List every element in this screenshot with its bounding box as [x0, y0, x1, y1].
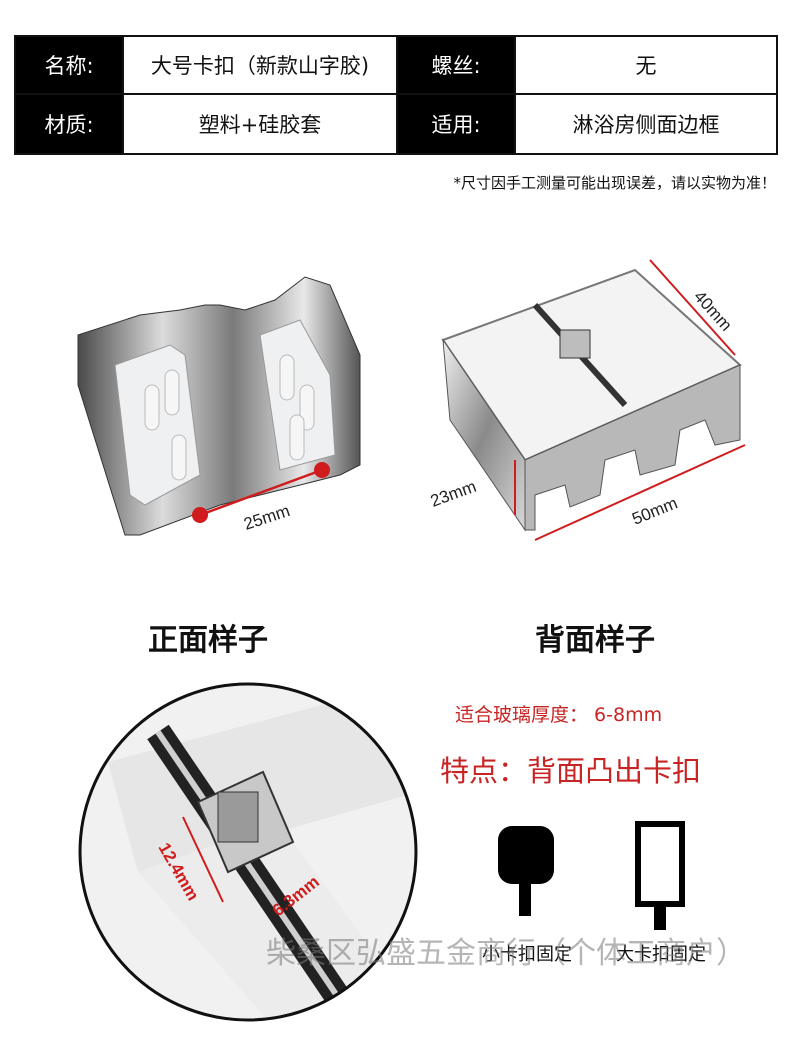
name-label: 名称: — [16, 37, 124, 95]
spec-table: 名称: 大号卡扣（新款山字胶) 螺丝: 无 材质: 塑料+硅胶套 适用: 淋浴房… — [14, 35, 778, 155]
large-clip-icon — [635, 821, 685, 930]
usage-label: 适用: — [398, 95, 516, 153]
screw-label: 螺丝: — [398, 37, 516, 95]
material-label: 材质: — [16, 95, 124, 153]
small-clip-label: 小卡扣固定 — [482, 944, 572, 965]
front-view-title: 正面样子 — [148, 623, 268, 658]
front-product-image: 25mm — [77, 276, 361, 536]
height-label: 23mm — [428, 477, 479, 511]
name-value: 大号卡扣（新款山字胶) — [124, 37, 398, 95]
width-label: 50mm — [629, 493, 680, 528]
material-value: 塑料+硅胶套 — [124, 95, 398, 153]
magnified-detail-image: 12.4mm 6.3mm — [78, 682, 418, 1022]
measurement-note: *尺寸因手工测量可能出现误差，请以实物为准！ — [453, 174, 776, 192]
small-clip-icon — [498, 826, 554, 916]
back-product-image: 40mm 23mm 50mm — [428, 259, 746, 541]
glass-thickness-text: 适合玻璃厚度： 6-8mm — [455, 704, 663, 726]
large-clip-label: 大卡扣固定 — [616, 944, 706, 965]
front-width-label: 25mm — [241, 501, 292, 534]
screw-value: 无 — [516, 37, 776, 95]
feature-text: 特点：背面凸出卡扣 — [440, 754, 702, 788]
usage-value: 淋浴房侧面边框 — [572, 113, 720, 137]
back-view-title: 背面样子 — [535, 623, 655, 658]
